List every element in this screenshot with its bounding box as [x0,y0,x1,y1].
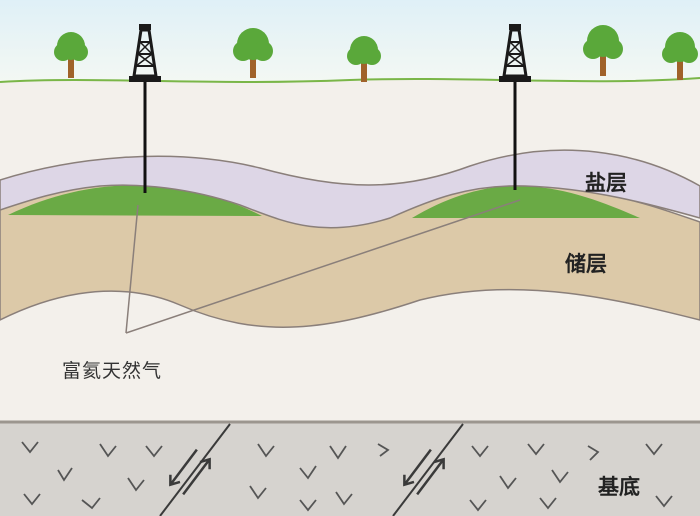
gas-cap-left [8,185,262,216]
basement-v-mark [335,491,353,506]
basement-v-mark [551,469,569,484]
basement-layer: 基底 [0,420,700,516]
helium-gas-label: 富氦天然气 [62,360,162,382]
basement-label: 基底 [598,475,640,499]
basement-v-mark [469,499,487,512]
tree-icon [54,32,88,78]
ground-surface-line [0,77,700,83]
basement-v-mark [377,443,390,457]
drilling-rig-right [499,24,531,190]
basement-v-mark [587,445,600,461]
basement-v-marks [21,441,673,512]
drilling-rig-left [129,24,161,193]
basement-v-mark [57,467,73,482]
salt-layer-label: 盐层 [585,171,627,195]
basement-v-mark [23,493,41,506]
fault-line-right [392,423,464,516]
basement-v-mark [145,445,163,458]
basement-v-mark [81,497,101,510]
fault-arrow-icon [169,448,211,496]
basement-v-mark [471,445,489,458]
tree-icon [662,32,698,80]
basement-v-mark [527,443,545,456]
gas-cap-right [412,185,640,218]
drilling-rig-icon [129,24,161,82]
basement-v-mark [299,465,317,480]
basement-v-mark [655,495,673,508]
gas-callout-leaders [125,199,521,334]
basement-v-mark [257,443,275,458]
basement-v-mark [299,499,317,512]
basement-v-mark [99,443,117,458]
fault-line-left [159,423,231,516]
basement-v-mark [329,445,347,460]
tree-icon [583,25,623,76]
basement-v-mark [645,443,663,456]
trees [54,25,698,82]
fault-arrow-icon [403,448,445,496]
sky [0,0,700,84]
basement-v-mark [499,475,517,490]
reservoir-layer-label: 储层 [565,252,607,276]
tree-icon [347,36,381,82]
basement-v-mark [249,485,267,500]
basement-v-mark [21,441,39,454]
basement-v-mark [539,497,557,510]
drilling-rig-icon [499,24,531,82]
salt-layer [0,149,700,229]
basement-v-mark [127,477,145,492]
tree-icon [233,28,273,78]
